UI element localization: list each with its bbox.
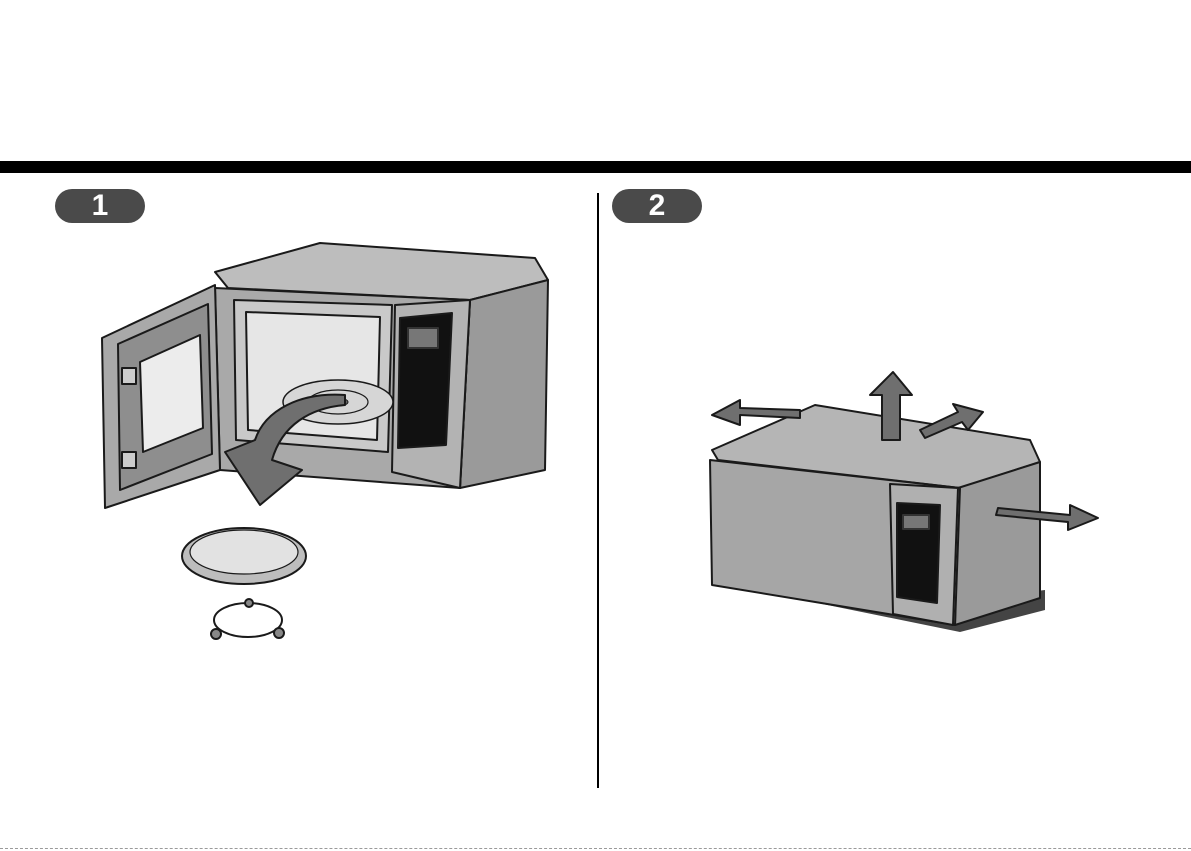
closed-microwave xyxy=(710,405,1040,625)
